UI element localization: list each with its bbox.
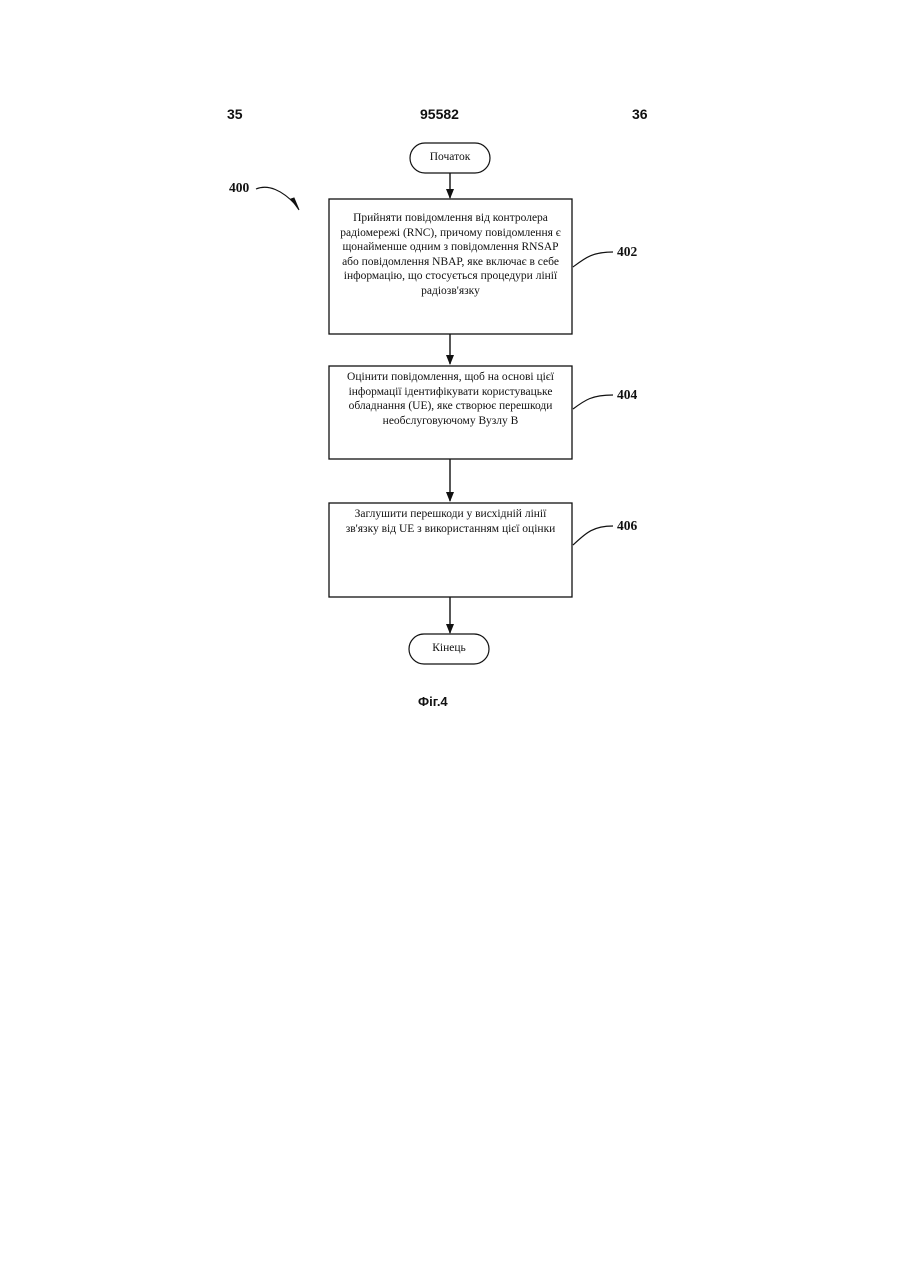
leader-402: [573, 252, 613, 267]
end-label: Кінець: [409, 641, 489, 656]
step-406-text: Заглушити перешкоди у висхідній лінії зв…: [338, 507, 563, 536]
leader-400: [256, 187, 296, 205]
figure-caption: Фіг.4: [418, 694, 448, 709]
step-ref-406: 406: [617, 518, 637, 534]
leader-406: [573, 526, 613, 545]
step-ref-402: 402: [617, 244, 637, 260]
figure-ref-400: 400: [229, 180, 249, 196]
step-ref-404: 404: [617, 387, 637, 403]
leader-404: [573, 395, 613, 409]
start-label: Початок: [410, 150, 490, 165]
leader-arrowhead-400: [291, 198, 299, 210]
step-404-text: Оцінити повідомлення, щоб на основі цієї…: [338, 370, 563, 428]
step-402-text: Прийняти повідомлення від контролера рад…: [338, 211, 563, 298]
